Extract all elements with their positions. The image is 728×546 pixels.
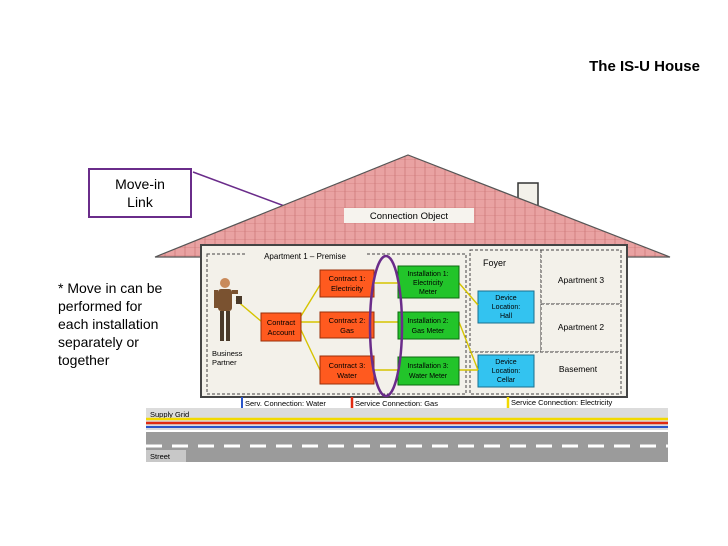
apartment-1-label: Apartment 1 – Premise [264, 252, 346, 261]
contract-3-line-1: Contract 3: [329, 361, 366, 370]
page-title: The IS-U House [589, 58, 700, 75]
street-label: Street [150, 452, 171, 461]
installation-2-line-1: Installation 2: [407, 318, 448, 325]
apartment-2-label: Apartment 2 [558, 322, 605, 332]
note-line-3: each installation [58, 316, 159, 332]
move-in-link-callout: Move-in Link [88, 168, 192, 218]
installation-1-line-1: Installation 1: [407, 271, 448, 278]
connection-object-label: Connection Object [370, 211, 449, 222]
contract-1-line-2: Electricity [331, 284, 363, 293]
installation-3-line-2: Water Meter [409, 373, 448, 380]
contract-2-line-2: Gas [340, 326, 354, 335]
contract-account-box [260, 312, 302, 342]
device-hall-line-1: Device [495, 295, 517, 302]
contract-3-line-2: Water [337, 371, 357, 380]
contract-account-line-1: Contract [267, 318, 296, 327]
apartment-3-label: Apartment 3 [558, 275, 605, 285]
apartment-2-room [540, 303, 622, 353]
note-line-5: together [58, 352, 110, 368]
note-line-1: * Move in can be [58, 280, 163, 296]
foyer-label: Foyer [483, 258, 506, 268]
installation-3-line-1: Installation 3: [407, 363, 448, 370]
contract-1-line-1: Contract 1: [329, 274, 366, 283]
contract-account-line-2: Account [267, 328, 295, 337]
device-hall-line-2: Location: [492, 304, 520, 311]
electricity-connection-label: Service Connection: Electricity [511, 398, 613, 407]
installation-1-line-3: Meter [419, 289, 438, 296]
installation-2-line-2: Gas Meter [412, 328, 445, 335]
installation-1-line-2: Electricity [413, 280, 443, 287]
callout-line-2: Link [127, 194, 153, 210]
street-label-bg [146, 450, 186, 462]
basement-label: Basement [559, 364, 598, 374]
gas-connection-label: Service Connection: Gas [355, 399, 438, 408]
note-line-2: performed for [58, 298, 143, 314]
device-location-hall [477, 290, 535, 324]
device-hall-line-3: Hall [500, 313, 513, 320]
installation-2-box [397, 311, 460, 340]
business-partner-line-1: Business [212, 349, 243, 358]
business-partner-figure [214, 278, 242, 341]
contract-2-box [319, 311, 375, 339]
move-in-ellipse [368, 254, 404, 398]
installation-1-box [397, 265, 460, 299]
apartment-1-label-bg [245, 250, 365, 260]
roof [154, 154, 671, 258]
water-connection-label: Serv. Connection: Water [245, 399, 326, 408]
supply-grid-label: Supply Grid [150, 410, 189, 419]
device-cellar-line-1: Device [495, 359, 517, 366]
roof-label-bg [344, 208, 474, 223]
device-cellar-line-2: Location: [492, 368, 520, 375]
device-location-cellar [477, 354, 535, 388]
business-partner-line-2: Partner [212, 358, 237, 367]
move-in-note: * Move in can be performed for each inst… [58, 279, 208, 369]
contract-1-box [319, 269, 375, 298]
device-cellar-line-3: Cellar [497, 377, 516, 384]
installation-3-box [397, 356, 460, 386]
apartment-3-room [540, 249, 622, 305]
callout-line-1: Move-in [115, 176, 165, 192]
note-line-4: separately or [58, 334, 139, 350]
contract-2-line-1: Contract 2: [329, 316, 366, 325]
